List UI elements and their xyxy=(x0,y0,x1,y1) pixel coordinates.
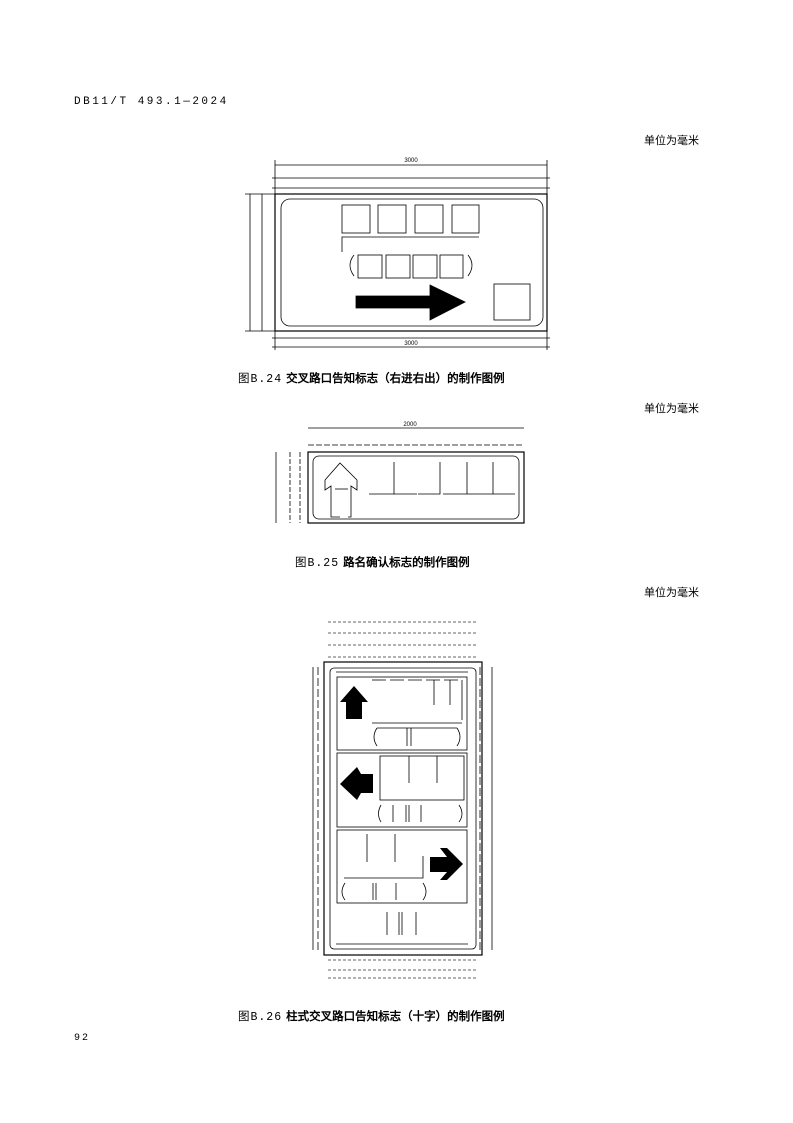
figure-b26-title: 柱式交叉路口告知标志（十字）的制作图例 xyxy=(286,1009,505,1023)
figure-b25-caption: 图B.25 路名确认标志的制作图例 xyxy=(295,554,470,570)
figure-b25-title: 路名确认标志的制作图例 xyxy=(343,555,470,569)
figure-b26-number: 图B.26 xyxy=(238,1011,283,1024)
fig-b25-width-label: 2000 xyxy=(403,422,417,428)
page-number: 92 xyxy=(74,1033,91,1044)
figure-b25-drawing xyxy=(275,427,525,524)
unit-note-fig-b25: 单位为毫米 xyxy=(644,402,699,415)
figure-b24-drawing xyxy=(245,160,550,350)
standard-code: DB11/T 493.1—2024 xyxy=(74,96,229,108)
figure-b24-title: 交叉路口告知标志（右进右出）的制作图例 xyxy=(286,371,505,385)
figure-b25-number: 图B.25 xyxy=(295,557,340,570)
unit-note-fig-b26: 单位为毫米 xyxy=(644,586,699,599)
fig-b24-width-label: 3000 xyxy=(404,158,418,164)
figure-b24-caption: 图B.24 交叉路口告知标志（右进右出）的制作图例 xyxy=(238,370,505,386)
figure-b26-drawing xyxy=(312,621,493,979)
figure-b26-caption: 图B.26 柱式交叉路口告知标志（十字）的制作图例 xyxy=(238,1008,505,1024)
figure-b24-number: 图B.24 xyxy=(238,373,283,386)
fig-b24-width-label-bottom: 3000 xyxy=(404,341,418,347)
unit-note-fig-b24: 单位为毫米 xyxy=(644,134,699,147)
